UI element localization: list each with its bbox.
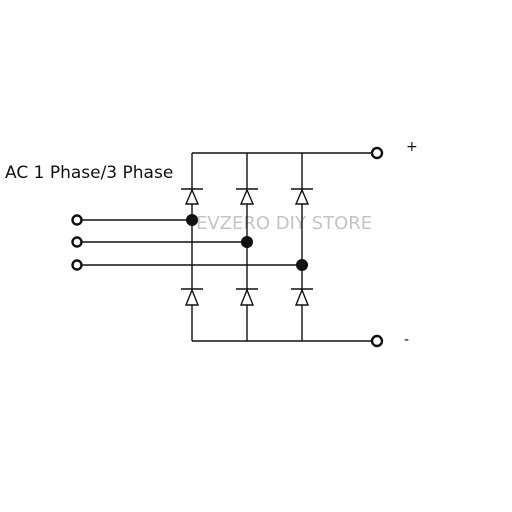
ac-terminal-3 <box>71 259 83 271</box>
diode-lower-3 <box>291 288 313 306</box>
positive-label: + <box>406 139 418 155</box>
junction-dot-1 <box>186 214 198 226</box>
junction-dot-2 <box>241 236 253 248</box>
negative-label: - <box>404 332 409 348</box>
watermark-text: EVZERO DIY STORE <box>196 213 372 234</box>
input-label: AC 1 Phase/3 Phase <box>5 163 173 183</box>
diode-upper-2 <box>236 188 258 205</box>
dc-positive-terminal <box>370 146 384 160</box>
diode-upper-1 <box>181 188 203 205</box>
diode-upper-3 <box>291 188 313 205</box>
diode-lower-2 <box>236 288 258 306</box>
dc-negative-terminal <box>370 334 384 348</box>
diode-lower-1 <box>181 288 203 306</box>
junction-dot-3 <box>296 259 308 271</box>
ac-terminal-2 <box>71 236 83 248</box>
ac-terminal-1 <box>71 214 83 226</box>
ac-input-wires <box>81 219 302 266</box>
